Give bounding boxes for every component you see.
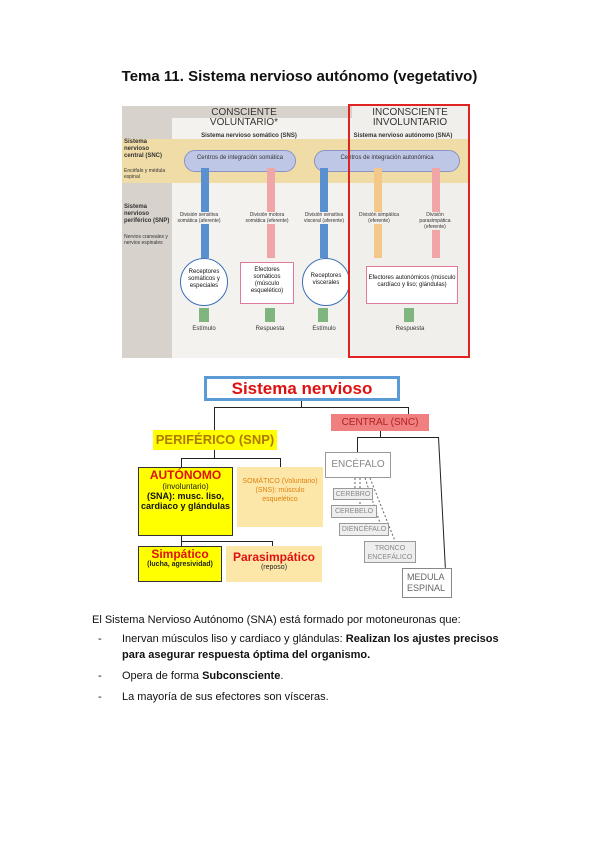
bullet-dash: - <box>98 691 102 703</box>
sna-title: Sistema nervioso autónomo (SNA) <box>353 133 453 139</box>
connector <box>181 536 182 541</box>
div-parasimpatica: División parasimpática (eferente) <box>410 212 460 230</box>
medula-espinal-box: MEDULA ESPINAL <box>402 568 452 598</box>
somatico-box: SOMÁTICO (Voluntario) (SNS): músculo esq… <box>237 467 323 527</box>
bullet-dash: - <box>98 633 102 645</box>
bullet-item: - Inervan músculos liso y cardiaco y glá… <box>92 631 522 663</box>
div-sensitiva-visceral: División sensitiva visceral (aferente) <box>298 212 350 224</box>
connector <box>181 458 182 467</box>
connector <box>181 541 182 546</box>
col-voluntario: VOLUNTARIO* <box>209 117 279 128</box>
bullet-item: - La mayoría de sus efectores son víscer… <box>92 689 522 705</box>
connector <box>181 458 281 459</box>
connector <box>438 436 446 568</box>
connector <box>214 407 215 430</box>
pill-somatic: Centros de integración somática <box>184 150 296 172</box>
stimulus-arrow-2 <box>318 308 328 322</box>
autonomo-desc: (SNA): musc. liso, cardiaco y glándulas <box>140 491 231 511</box>
bullet-item: - Opera de forma Subconsciente. <box>92 668 522 684</box>
autonomo-box: AUTÓNOMO (involuntario) (SNA): musc. lis… <box>138 467 233 536</box>
pill-autonomic: Centros de integración autonómica <box>314 150 460 172</box>
snc-label: Sistema nervioso central (SNC) <box>124 139 163 159</box>
col-consciente: CONSCIENTE <box>211 107 277 118</box>
central-box: CENTRAL (SNC) <box>331 414 429 431</box>
root-sistema-nervioso: Sistema nervioso <box>204 376 400 401</box>
div-sensitiva-somatica: División sensitiva somática (aferente) <box>172 212 226 224</box>
stimulus-arrow <box>199 308 209 322</box>
bullet-1-text: Inervan músculos liso y cardiaco y glánd… <box>122 633 346 645</box>
encefalo-box: ENCÉFALO <box>325 452 391 478</box>
connector <box>380 431 381 437</box>
periferico-box: PERIFÉRICO (SNP) <box>153 430 277 450</box>
snp-sub: Nervios craneales y nervios espinales <box>124 234 168 246</box>
efectores-somaticos: Efectores somáticos (músculo esquelético… <box>240 262 294 304</box>
response-arrow <box>265 308 275 322</box>
sna-highlight-frame <box>348 104 470 358</box>
col-inconsciente: INCONSCIENTE <box>372 107 448 118</box>
connector <box>181 541 273 542</box>
bullet-3-text: La mayoría de sus efectores son vísceras… <box>122 691 329 703</box>
div-simpatica: División simpática (eferente) <box>358 212 400 224</box>
diencefalo-box: DIENCÉFALO <box>339 523 389 536</box>
respuesta-label-2: Respuesta <box>395 326 425 332</box>
connector <box>280 458 281 467</box>
snc-sub: Encéfalo y médula espinal <box>124 168 166 180</box>
connector <box>357 437 439 438</box>
bullet-1-bold: Realizan los ajustes precisos para asegu… <box>122 633 499 661</box>
receptores-viscerales: Receptores viscerales <box>302 258 350 306</box>
connector <box>214 407 409 408</box>
parasimpatico-sub: (reposo) <box>260 564 288 571</box>
efectores-autonomicos: Efectores autonómicos (músculo cardíaco … <box>366 266 458 304</box>
bullet-dash: - <box>98 670 102 682</box>
simpatico-box: Simpático (lucha, agresividad) <box>138 546 222 582</box>
intro-paragraph: El Sistema Nervioso Autónomo (SNA) está … <box>92 614 461 626</box>
col-involuntario: INVOLUNTARIO <box>372 117 448 128</box>
estimulo-label-1: Estímulo <box>192 326 216 332</box>
respuesta-label-1: Respuesta <box>255 326 285 332</box>
autonomo-title: AUTÓNOMO <box>149 468 222 482</box>
figure-sna-diagram: CONSCIENTE VOLUNTARIO* INCONSCIENTE INVO… <box>122 106 470 358</box>
connector <box>272 541 273 546</box>
bullet-2-end: . <box>280 670 284 682</box>
connector <box>408 407 409 414</box>
simpatico-sub: (lucha, agresividad) <box>147 561 213 568</box>
cerebelo-box: CEREBELO <box>331 505 377 518</box>
bullet-list: - Inervan músculos liso y cardiaco y glá… <box>92 631 522 710</box>
parasimpatico-box: Parasimpático (reposo) <box>226 546 322 582</box>
div-motora-somatica: División motora somática (eferente) <box>240 212 294 224</box>
connector <box>301 401 302 407</box>
receptores-somaticos: Receptores somáticos y especiales <box>180 258 228 306</box>
connector <box>214 450 215 458</box>
sns-title: Sistema nervioso somático (SNS) <box>201 133 297 139</box>
snp-label: Sistema nervioso periférico (SNP) <box>124 204 170 224</box>
estimulo-label-2: Estímulo <box>312 326 336 332</box>
response-arrow-2 <box>404 308 414 322</box>
simpatico-title: Simpático <box>151 547 209 561</box>
autonomo-sub: (involuntario) <box>162 482 209 491</box>
bullet-2-bold: Subconsciente <box>202 670 281 682</box>
cerebro-box: CEREBRO <box>333 488 373 500</box>
page-title: Tema 11. Sistema nervioso autónomo (vege… <box>121 68 478 85</box>
bullet-2-text: Opera de forma <box>122 670 203 682</box>
parasimpatico-title: Parasimpático <box>232 550 316 564</box>
tronco-encefalico-box: TRONCO ENCEFÁLICO <box>364 541 416 563</box>
connector <box>357 437 358 452</box>
